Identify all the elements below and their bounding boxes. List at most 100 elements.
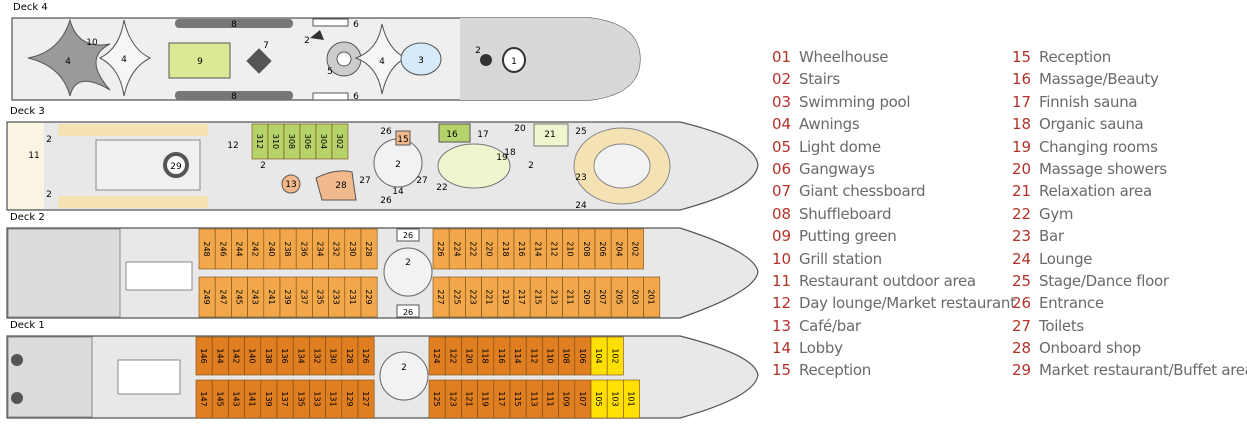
marker: 2 xyxy=(528,161,534,171)
marker: 8 xyxy=(231,20,237,30)
legend-label: Reception xyxy=(1039,48,1112,66)
marker: 7 xyxy=(263,41,269,51)
cabin-number: 139 xyxy=(264,391,273,406)
legend-label: Day lounge/Market restaurant xyxy=(799,294,1016,313)
onboard-shop xyxy=(315,170,357,201)
buffet-tables-bottom xyxy=(58,196,208,208)
marker: 26 xyxy=(403,308,413,317)
cabin-number: 247 xyxy=(218,289,227,304)
cabin-number: 215 xyxy=(533,289,542,304)
cabin-number: 104 xyxy=(594,348,603,363)
cabin xyxy=(623,379,640,419)
marker: 13 xyxy=(285,180,296,190)
cabin-number: 241 xyxy=(267,289,276,304)
marker: 25 xyxy=(575,127,586,137)
legend-label: Finnish sauna xyxy=(1039,92,1138,111)
cabin-number: 118 xyxy=(481,348,490,363)
legend-number: 07 xyxy=(772,182,792,201)
legend-number: 28 xyxy=(1012,339,1032,358)
legend-label: Entrance xyxy=(1039,294,1104,313)
legend-label: Gym xyxy=(1039,204,1074,223)
cabin-number: 135 xyxy=(296,391,305,406)
putting-green xyxy=(168,42,231,79)
cabin-number: 143 xyxy=(232,391,241,406)
marker: 2 xyxy=(304,36,310,46)
marker: 26 xyxy=(380,196,392,206)
legend-label: Awnings xyxy=(799,115,860,134)
cabin-number: 108 xyxy=(562,348,571,363)
cabin-number: 122 xyxy=(448,348,457,363)
marker: 12 xyxy=(227,141,238,151)
cabin-number: 124 xyxy=(432,348,441,363)
cabin-number: 213 xyxy=(550,289,559,304)
engine-block xyxy=(125,261,193,291)
cabin-number: 106 xyxy=(578,348,587,363)
cabin-number: 221 xyxy=(485,289,494,304)
cabin-number: 136 xyxy=(280,348,289,363)
cabin-number: 144 xyxy=(215,348,224,363)
legend-label: Market restaurant/Buffet area xyxy=(1039,361,1247,380)
cabin-number: 129 xyxy=(345,391,354,406)
cabin-number: 127 xyxy=(361,391,370,406)
cabin-number: 147 xyxy=(199,391,208,406)
cabin-number: 145 xyxy=(215,391,224,406)
cabin-number: 219 xyxy=(501,289,510,304)
cabin-number: 116 xyxy=(497,348,506,363)
cabin-number: 203 xyxy=(631,289,640,304)
cabin-number: 125 xyxy=(432,391,441,406)
cabin-number: 248 xyxy=(202,241,211,256)
cabin-number: 105 xyxy=(594,391,603,406)
cabin-number: 209 xyxy=(582,289,591,304)
cabin-number: 107 xyxy=(578,391,587,406)
marker: 18 xyxy=(504,148,516,158)
gangway-bottom xyxy=(396,304,420,318)
legend-label: Bar xyxy=(1039,227,1064,246)
gangway-top xyxy=(396,228,420,242)
cabin-number: 115 xyxy=(513,391,522,406)
legend-label: Changing rooms xyxy=(1039,137,1158,156)
stairs-icon xyxy=(310,30,324,40)
marker: 20 xyxy=(514,124,526,134)
cabin-number: 102 xyxy=(610,348,619,363)
awning-star xyxy=(27,18,111,97)
cabin-number: 208 xyxy=(582,241,591,256)
cabin xyxy=(606,336,624,376)
legend-label: Stage/Dance floor xyxy=(1039,271,1169,290)
legend-number: 08 xyxy=(772,204,792,223)
marker: 10 xyxy=(86,38,98,48)
buffet-tables-top xyxy=(58,124,208,136)
engine-room xyxy=(7,336,93,418)
swimming-pool xyxy=(400,42,442,76)
legend-number: 19 xyxy=(1012,137,1032,156)
cabin-number: 235 xyxy=(316,289,325,304)
legend-label: Restaurant outdoor area xyxy=(799,271,976,290)
cabin-number: 206 xyxy=(598,241,607,256)
cabin-number: 121 xyxy=(465,391,474,406)
marker: 22 xyxy=(436,183,447,193)
propeller-icon xyxy=(11,354,23,366)
marker: 6 xyxy=(353,20,359,30)
cabin-number: 229 xyxy=(364,289,373,304)
cabin-number: 202 xyxy=(631,241,640,256)
gangway-bottom xyxy=(312,92,349,101)
cabin-number: 226 xyxy=(436,241,445,256)
legend-number: 16 xyxy=(1012,70,1032,89)
gangway-top xyxy=(312,18,349,27)
cabin-number: 141 xyxy=(248,391,257,406)
cabin-number: 224 xyxy=(452,241,461,256)
legend-label: Stairs xyxy=(799,70,840,89)
cabin-number: 214 xyxy=(533,241,542,256)
gym-area xyxy=(437,143,511,189)
legend-label: Wheelhouse xyxy=(799,48,889,66)
